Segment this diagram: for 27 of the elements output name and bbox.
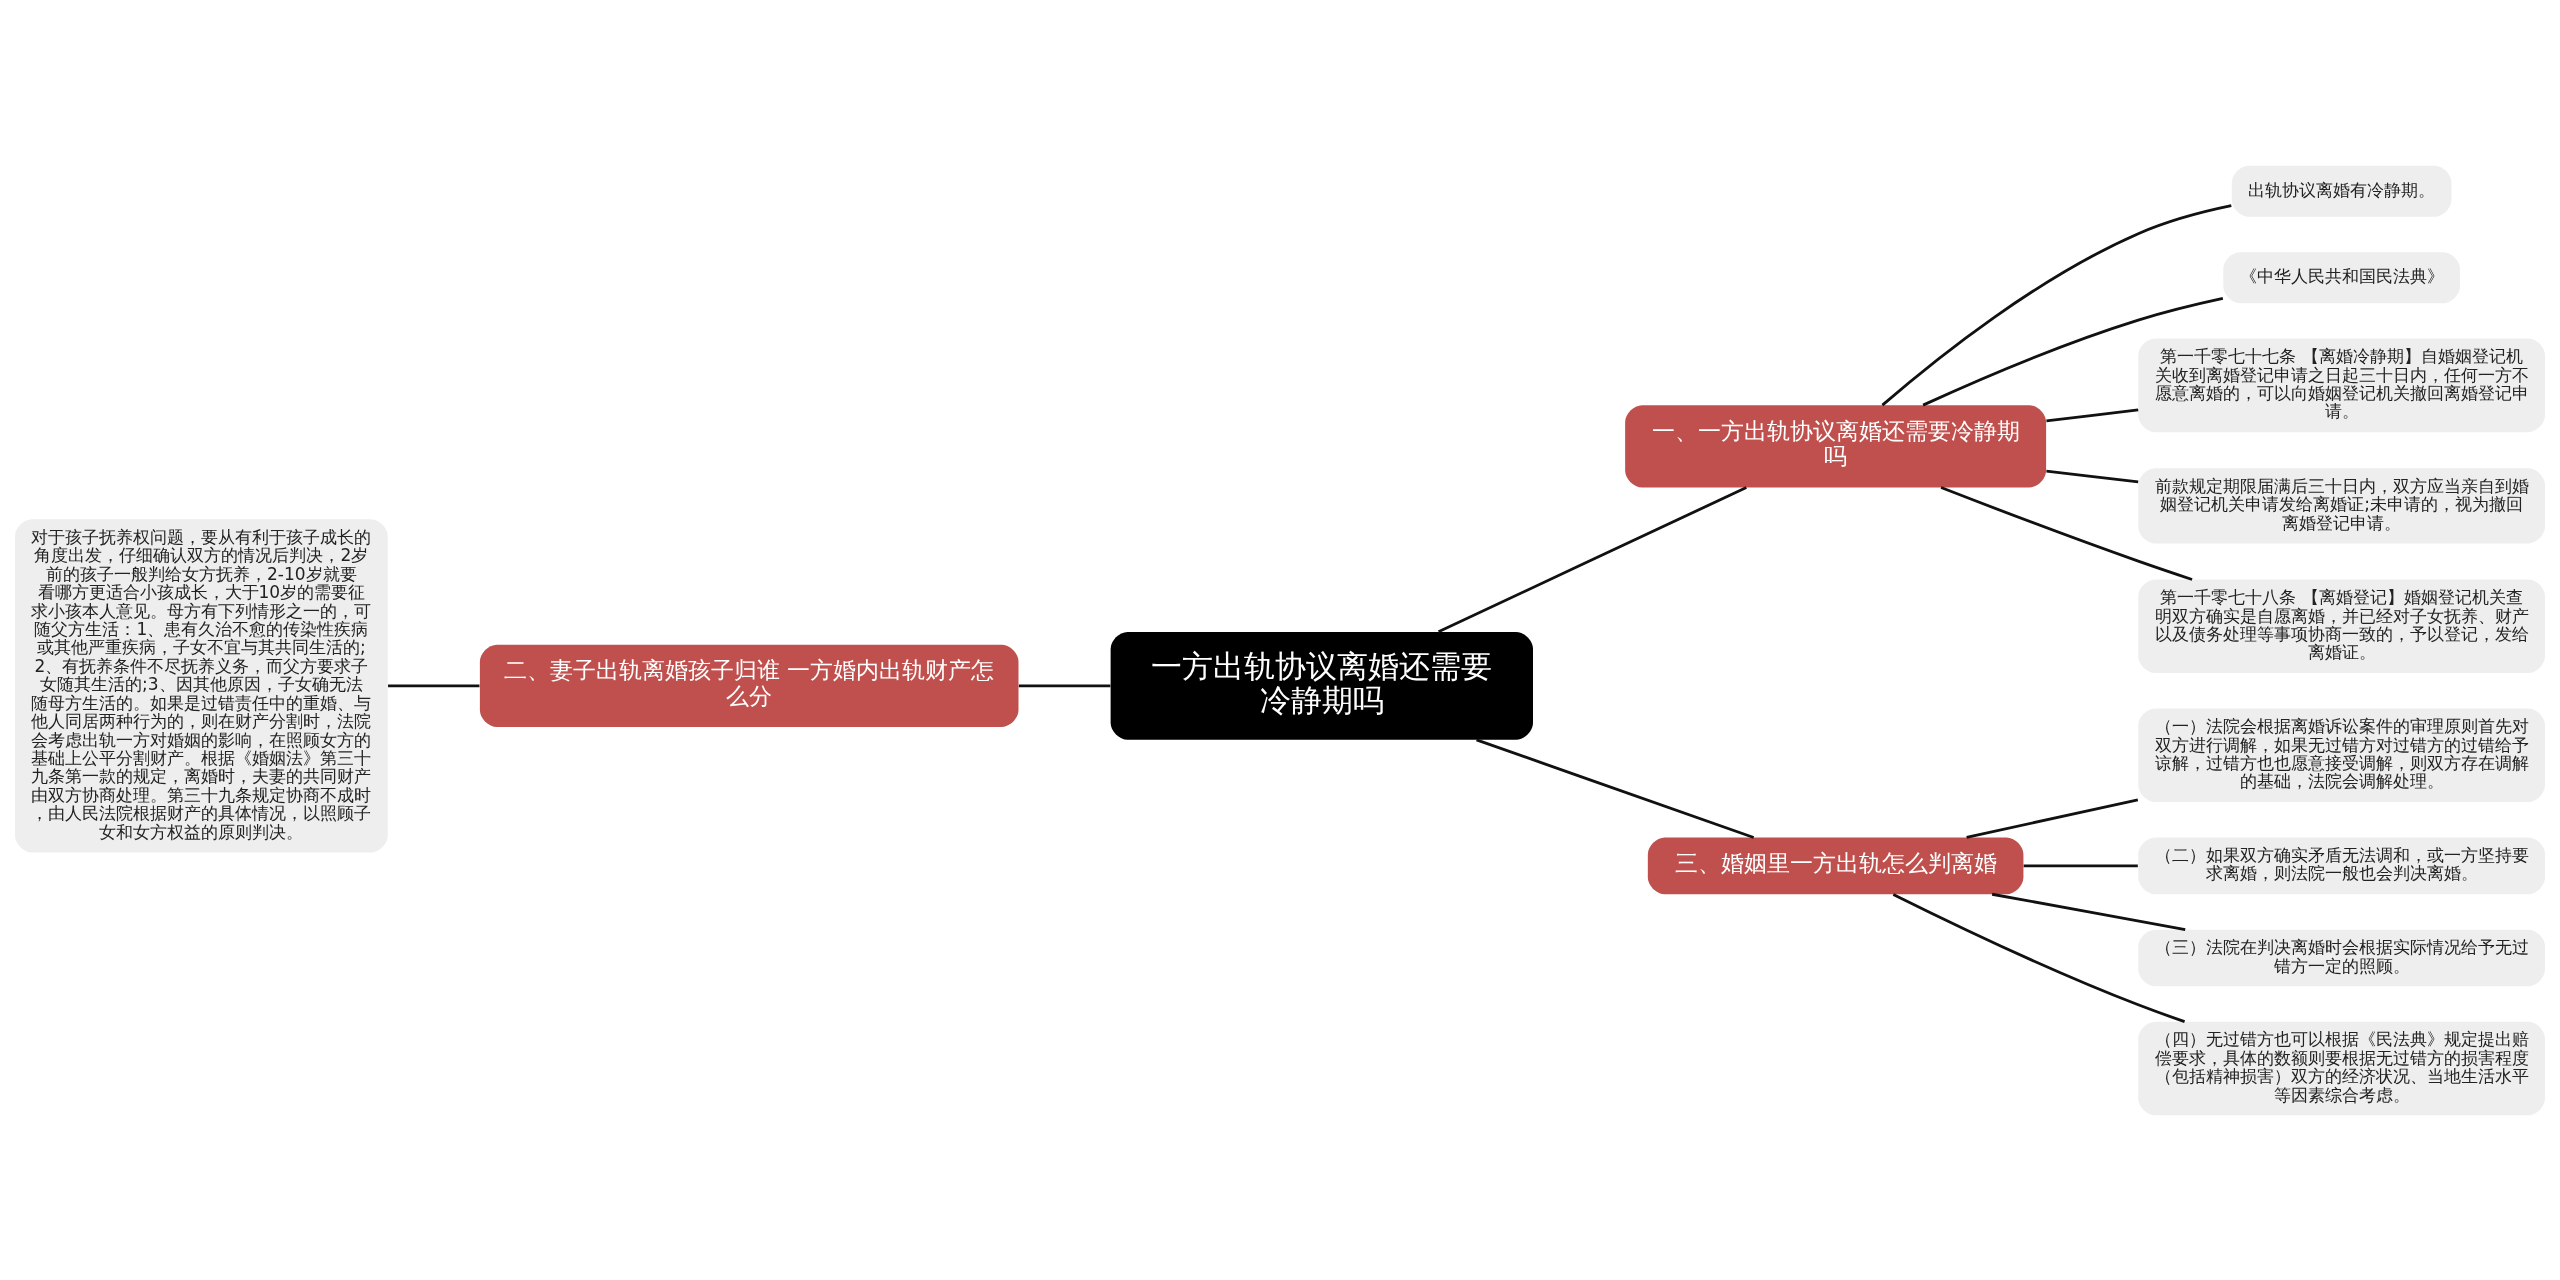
connector bbox=[1991, 892, 2186, 931]
connector bbox=[1437, 485, 1747, 633]
connector bbox=[2046, 469, 2139, 483]
node-box: 前款规定期限届满后三十日内，双方应当亲自到婚姻登记机关申请发给离婚证;未申请的，视为撤回离婚登记申请。 bbox=[2138, 467, 2546, 543]
connector bbox=[1476, 738, 1755, 839]
node-box: 《中华人民共和国民法典》 bbox=[2223, 251, 2460, 303]
node-box: 二、妻子出轨离婚孩子归谁 一方婚内出轨财产怎么分 bbox=[479, 644, 1019, 727]
connector bbox=[1018, 683, 1111, 687]
node-box: 三、婚姻里一方出轨怎么判离婚 bbox=[1647, 837, 2024, 894]
node-box: 第一千零七十八条 【离婚登记】婚姻登记机关查明双方确实是自愿离婚，并已经对子女抚养、财产以及债务处理等事项协商一致的，予以登记，发给离婚证。 bbox=[2138, 579, 2546, 673]
node-box: 出轨协议离婚有冷静期。 bbox=[2231, 165, 2452, 217]
node-box: 对于孩子抚养权问题，要从有利于孩子成长的角度出发，仔细确认双方的情况后判决，2岁前的孩子一般判给女方抚养，2-10岁就要看哪方更适合小孩成长，大于10岁的需要征求小孩本人意见。母方有下列情形之一的，可随父方生活：1、患有久治不愈的传染性疾病或其他严重疾病，子女不宜与其共同生活的;2、有抚养条件不尽抚养义务，而父方要求子女随其生活的;3、因其他原因，子女确无法随母方生活的。如果是过错责任中的重婚、与他人同居两种行为的，则在财产分割时，法院会考虑出轨一方对婚姻的影响，在照顾女方的基础上公平分割财产。根据《婚姻法》第三十九条第一款的规定，离婚时，夫妻的共同财产由双方协商处理。第三十九条规定协商不成时，由人民法院根据财产的具体情况，以照顾子女和女方权益的原则判决。 bbox=[14, 518, 388, 852]
connector bbox=[1940, 485, 2193, 581]
connector bbox=[1922, 296, 2224, 406]
node-box: 第一千零七十七条 【离婚冷静期】自婚姻登记机关收到离婚登记申请之日起三十日内，任何一方不愿意离婚的，可以向婚姻登记机关撤回离婚登记申请。 bbox=[2138, 338, 2546, 432]
node-box: 一方出轨协议离婚还需要冷静期吗 bbox=[1110, 631, 1533, 740]
node-box: （二）如果双方确实矛盾无法调和，或一方坚持要求离婚，则法院一般也会判决离婚。 bbox=[2138, 837, 2546, 894]
node-box: 一、一方出轨协议离婚还需要冷静期吗 bbox=[1625, 404, 2047, 487]
connector bbox=[2046, 407, 2139, 422]
node-box: （三）法院在判决离婚时会根据实际情况给予无过错方一定的照顾。 bbox=[2138, 929, 2546, 986]
connector bbox=[1892, 892, 2186, 1023]
node-box: （一）法院会根据离婚诉讼案件的审理原则首先对双方进行调解，如果无过错方对过错方的过错给予谅解，过错方也也愿意接受调解，则双方存在调解的基础，法院会调解处理。 bbox=[2138, 708, 2546, 802]
connector bbox=[388, 683, 480, 687]
connector bbox=[1881, 203, 2232, 406]
connector bbox=[2023, 863, 2138, 867]
node-box: （四）无过错方也可以根据《民法典》规定提出赔偿要求，具体的数额则要根据无过错方的损害程度（包括精神损害）双方的经济状况、当地生活水平等因素综合考虑。 bbox=[2138, 1021, 2546, 1115]
connector bbox=[1966, 797, 2139, 839]
